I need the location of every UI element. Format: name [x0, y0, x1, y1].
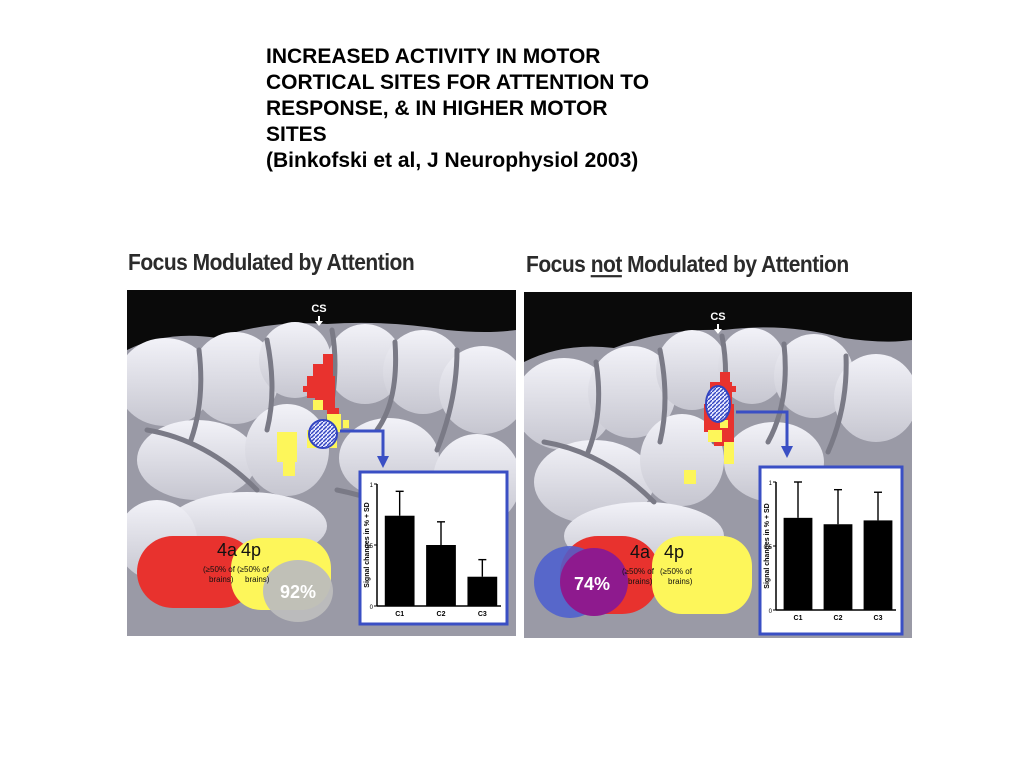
region-4p-label: 4p — [241, 540, 261, 560]
overlap-percent: 74% — [574, 574, 610, 594]
category-label: C1 — [395, 611, 404, 618]
region-4a-note-1: (≥50% of — [203, 565, 236, 574]
activation-red — [303, 354, 339, 416]
title-line-2: CORTICAL SITES FOR ATTENTION TO — [266, 71, 650, 94]
title-line-4: SITES — [266, 123, 327, 146]
pointer-arrow — [736, 410, 789, 448]
bar-c3 — [863, 520, 893, 610]
panel-right-brain-image: CS 4a (≥50% of brains) 4p (≥50% of brain… — [524, 292, 912, 638]
pointer-arrow — [340, 429, 385, 458]
y-tick-label: 0,5 — [764, 545, 773, 551]
category-label: C3 — [874, 615, 883, 622]
panel-left-heading: Focus Modulated by Attention — [128, 250, 415, 276]
region-4p-note-2: brains) — [245, 575, 270, 584]
category-label: C2 — [437, 611, 446, 618]
activation-yellow — [684, 420, 734, 484]
region-4a-label: 4a — [630, 542, 651, 562]
bar-c2 — [426, 545, 456, 606]
overlap-4a-4p-contour — [308, 419, 338, 449]
heading-part-2: Modulated by Attention — [621, 252, 849, 278]
category-label: C3 — [478, 611, 487, 618]
overlap-percent: 92% — [280, 582, 316, 602]
region-4p-note-1: (≥50% of — [237, 565, 270, 574]
bar-c1 — [783, 517, 813, 610]
overlap-4a-4p-contour — [705, 385, 731, 423]
panel-right-heading: Focus not Modulated by Attention — [526, 252, 849, 278]
cs-label: CS — [710, 311, 725, 323]
heading-underlined-not: not — [590, 252, 623, 278]
panel-left-brain-image: CS 4a (≥50% of brains) 4p (≥50% of brain… — [127, 290, 516, 636]
bar-c1 — [384, 515, 415, 606]
heading-part-1: Focus — [526, 252, 591, 278]
region-4p-note-1: (≥50% of — [660, 567, 693, 576]
slide-title: INCREASED ACTIVITY IN MOTOR CORTICAL SIT… — [266, 44, 766, 174]
citation: (Binkofski et al, J Neurophysiol 2003) — [266, 149, 639, 172]
region-4a-label: 4a — [217, 540, 238, 560]
overlap-circle — [263, 560, 333, 622]
region-4a-note-1: (≥50% of — [622, 567, 655, 576]
y-axis-label: Signal changes in % + SD — [764, 503, 771, 588]
title-line-1: INCREASED ACTIVITY IN MOTOR — [266, 45, 601, 68]
region-4p-shape — [652, 536, 752, 614]
category-label: C1 — [794, 615, 803, 622]
y-axis-label: Signal changes in % + SD — [364, 502, 371, 587]
y-tick-label: 1 — [769, 481, 773, 487]
region-4p-note-2: brains) — [668, 577, 693, 586]
category-label: C2 — [834, 615, 843, 622]
region-4a-note-2: brains) — [209, 575, 234, 584]
region-4p-label: 4p — [664, 542, 684, 562]
y-tick-label: 0 — [370, 605, 374, 611]
y-tick-label: 0,5 — [365, 544, 374, 550]
overlap-circle — [560, 548, 628, 616]
cs-label: CS — [311, 303, 326, 315]
title-line-3: RESPONSE, & IN HIGHER MOTOR — [266, 97, 608, 120]
region-4a-note-2: brains) — [628, 577, 653, 586]
region-4a-shape — [137, 536, 257, 608]
y-tick-label: 1 — [370, 483, 374, 489]
bar-c2 — [823, 524, 853, 610]
y-tick-label: 0 — [769, 609, 773, 615]
bar-c3 — [467, 576, 498, 606]
